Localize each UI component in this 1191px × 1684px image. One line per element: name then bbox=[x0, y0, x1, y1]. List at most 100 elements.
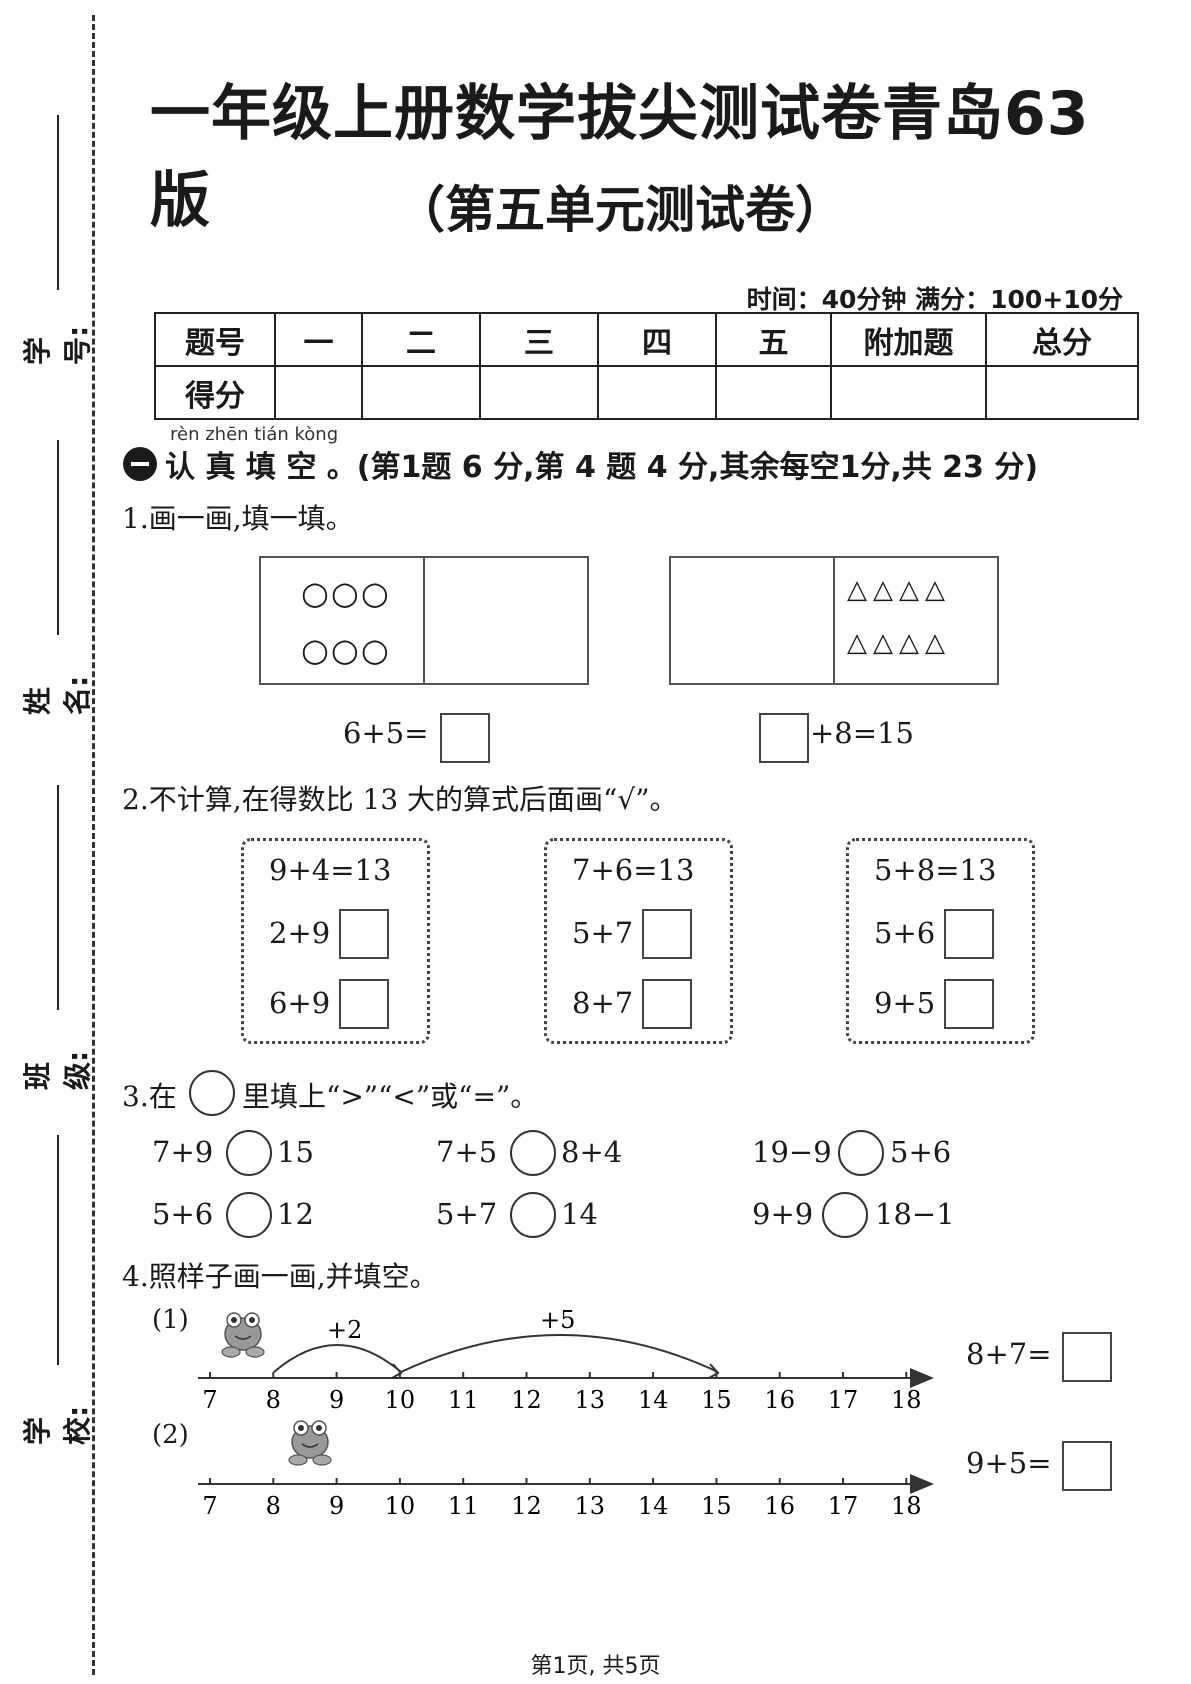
score-cell[interactable] bbox=[830, 365, 987, 420]
student-id-line[interactable] bbox=[57, 115, 59, 290]
q2-sample: 7+6=13 bbox=[572, 853, 695, 887]
q3-right: 14 bbox=[561, 1197, 598, 1231]
q4-answer-box-1[interactable] bbox=[1062, 1332, 1112, 1382]
circle-row: ○○○ bbox=[301, 574, 391, 612]
section-points: (第1题 6 分,第 4 题 4 分,其余每空1分,共 23 分) bbox=[356, 450, 1039, 485]
q2-sample: 9+4=13 bbox=[269, 853, 392, 887]
q3-right: 5+6 bbox=[890, 1135, 952, 1169]
q3-right: 12 bbox=[277, 1197, 314, 1231]
q4-answer-box-2[interactable] bbox=[1062, 1441, 1112, 1491]
q1-right-frame: △△△△ △△△△ bbox=[669, 556, 999, 685]
number-line-tick-label: 17 bbox=[828, 1386, 859, 1414]
q2-item: 2+9 bbox=[269, 916, 331, 950]
score-header-cell: 三 bbox=[479, 312, 599, 367]
section-number-badge bbox=[123, 447, 157, 481]
q1-answer-box-left[interactable] bbox=[440, 713, 490, 763]
score-header-cell: 附加题 bbox=[830, 312, 987, 367]
q1-prompt: 1.画一画,填一填。 bbox=[122, 502, 354, 535]
q3-right: 18−1 bbox=[875, 1197, 955, 1231]
school-line[interactable] bbox=[57, 1135, 59, 1365]
q2-check-box[interactable] bbox=[642, 909, 692, 959]
name-line[interactable] bbox=[57, 440, 59, 635]
q2-item: 5+6 bbox=[874, 916, 936, 950]
number-line-tick-label: 11 bbox=[448, 1492, 479, 1520]
jump-arc-plus5 bbox=[400, 1334, 719, 1373]
number-line-tick-label: 10 bbox=[385, 1386, 416, 1414]
divider bbox=[423, 558, 425, 683]
q2-check-box[interactable] bbox=[944, 909, 994, 959]
arc-arrowhead bbox=[391, 1363, 403, 1379]
class-line[interactable] bbox=[57, 785, 59, 1010]
number-line-tick-label: 8 bbox=[266, 1386, 281, 1414]
q3-prompt-circle-icon bbox=[189, 1070, 235, 1116]
q3-left: 7+5 bbox=[436, 1135, 498, 1169]
q3-left: 7+9 bbox=[152, 1135, 214, 1169]
score-header-cell: 四 bbox=[597, 312, 717, 367]
q3-compare-circle[interactable] bbox=[226, 1192, 272, 1238]
q3-compare-circle[interactable] bbox=[510, 1130, 556, 1176]
q2-item: 8+7 bbox=[572, 986, 634, 1020]
q3-compare-circle[interactable] bbox=[838, 1130, 884, 1176]
score-cell[interactable] bbox=[985, 365, 1139, 420]
q3-compare-circle[interactable] bbox=[822, 1192, 868, 1238]
q1-answer-box-right[interactable] bbox=[759, 713, 809, 763]
q3-prompt-post: 里填上“>”“<”或“=”。 bbox=[242, 1080, 539, 1113]
score-cell[interactable] bbox=[479, 365, 599, 420]
frog-icon bbox=[221, 1312, 265, 1358]
score-table-score-row: 得分 bbox=[154, 365, 1139, 420]
number-line-tick-label: 12 bbox=[511, 1386, 542, 1414]
q2-check-box[interactable] bbox=[339, 979, 389, 1029]
q3-left: 9+9 bbox=[752, 1197, 814, 1231]
number-line-tick-label: 7 bbox=[202, 1386, 217, 1414]
q2-check-box[interactable] bbox=[339, 909, 389, 959]
score-header-cell: 五 bbox=[715, 312, 832, 367]
number-line-tick-label: 7 bbox=[202, 1492, 217, 1520]
score-cell[interactable] bbox=[597, 365, 717, 420]
q2-item: 5+7 bbox=[572, 916, 634, 950]
score-header-cell: 总分 bbox=[985, 312, 1139, 367]
q3-compare-circle[interactable] bbox=[226, 1130, 272, 1176]
q3-left: 5+6 bbox=[152, 1197, 214, 1231]
q2-prompt: 2.不计算,在得数比 13 大的算式后面画“√”。 bbox=[122, 783, 678, 816]
number-line-tick-label: 17 bbox=[828, 1492, 859, 1520]
number-line-tick-label: 16 bbox=[764, 1492, 795, 1520]
q1-equation-right: +8=15 bbox=[810, 716, 914, 750]
q1-equation-left: 6+5= bbox=[343, 716, 429, 750]
score-table-header-row: 题号 一 二 三 四 五 附加题 总分 bbox=[154, 312, 1139, 367]
q4-equation-1: 8+7= bbox=[966, 1337, 1052, 1371]
score-header-cell: 题号 bbox=[154, 312, 276, 367]
circle-row: ○○○ bbox=[301, 631, 391, 669]
number-line-tick-label: 10 bbox=[385, 1492, 416, 1520]
number-line-tick-label: 9 bbox=[329, 1386, 344, 1414]
score-cell[interactable] bbox=[715, 365, 832, 420]
q3-compare-circle[interactable] bbox=[510, 1192, 556, 1238]
section-title: 认 真 填 空 。 bbox=[165, 450, 357, 485]
q4-part2-draw-area[interactable] bbox=[210, 1440, 930, 1500]
q2-sample: 5+8=13 bbox=[874, 853, 997, 887]
q2-check-box[interactable] bbox=[944, 979, 994, 1029]
score-cell[interactable] bbox=[274, 365, 363, 420]
number-line-tick-label: 15 bbox=[701, 1386, 732, 1414]
q2-check-box[interactable] bbox=[642, 979, 692, 1029]
time-info: 时间：40分钟 满分：100+10分 bbox=[746, 285, 1123, 314]
number-line-tick-label: 13 bbox=[575, 1492, 606, 1520]
triangle-row: △△△△ bbox=[847, 628, 951, 658]
section-pinyin: rèn zhēn tián kòng bbox=[170, 424, 339, 445]
number-line-tick-label: 15 bbox=[701, 1492, 732, 1520]
q3-right: 15 bbox=[277, 1135, 314, 1169]
page-subtitle: （第五单元测试卷） bbox=[395, 181, 845, 239]
arc-arrowhead bbox=[708, 1363, 720, 1379]
page-title: 一年级上册数学拔尖测试卷青岛63版 bbox=[150, 79, 1090, 236]
q2-item: 6+9 bbox=[269, 986, 331, 1020]
number-line-tick-label: 12 bbox=[511, 1492, 542, 1520]
q3-left: 19−9 bbox=[752, 1135, 832, 1169]
triangle-row: △△△△ bbox=[847, 575, 951, 605]
q3-prompt-pre: 3.在 bbox=[122, 1080, 177, 1113]
frog-icon bbox=[288, 1420, 332, 1466]
score-cell[interactable] bbox=[361, 365, 481, 420]
number-line-tick-label: 14 bbox=[638, 1492, 669, 1520]
q4-prompt: 4.照样子画一画,并填空。 bbox=[122, 1260, 438, 1293]
number-line-tick-label: 13 bbox=[575, 1386, 606, 1414]
jump-arc-plus2 bbox=[273, 1344, 402, 1373]
